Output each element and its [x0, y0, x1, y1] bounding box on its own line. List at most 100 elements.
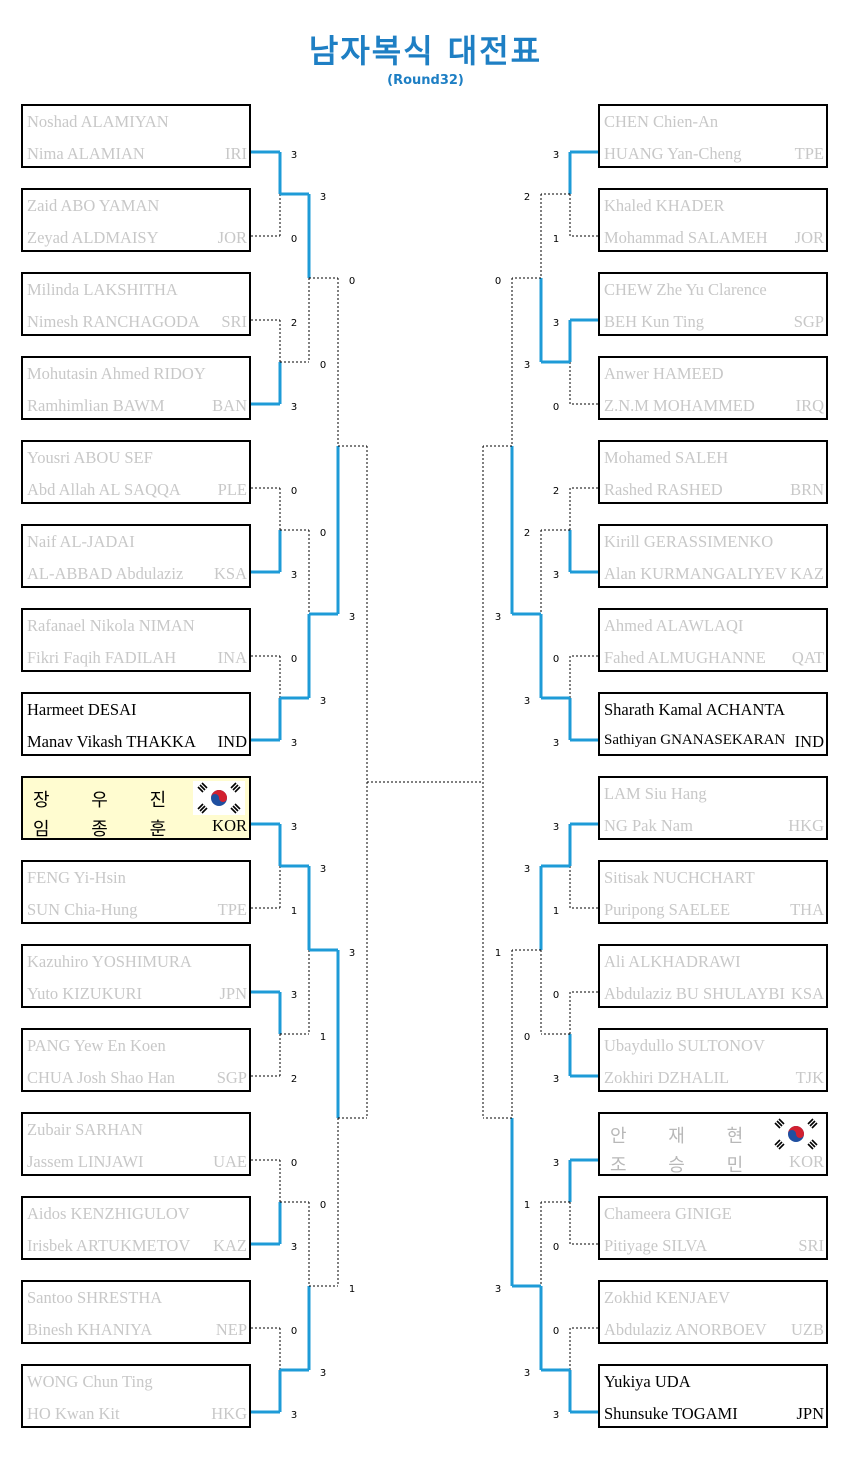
player-name: Aidos KENZHIGULOV	[27, 1204, 190, 1223]
player-name: Yukiya UDA	[604, 1372, 691, 1391]
player-name: Mohammad SALAMEH	[604, 228, 768, 247]
right-entry: Khaled KHADER Mohammad SALAMEH JOR	[598, 188, 828, 252]
player-name: Kazuhiro YOSHIMURA	[27, 952, 192, 971]
score-label: 2	[523, 192, 531, 203]
player-name: SUN Chia-Hung	[27, 900, 138, 919]
player-name: CHUA Josh Shao Han	[27, 1068, 176, 1087]
country-code: KAZ	[790, 564, 824, 583]
score-label: 3	[290, 402, 298, 413]
right-entry: Ubaydullo SULTONOV Zokhiri DZHALIL TJK	[598, 1028, 828, 1092]
country-code: JOR	[794, 228, 824, 247]
score-label: 3	[290, 1242, 298, 1253]
score-label: 3	[494, 1284, 502, 1295]
country-code: UAE	[213, 1152, 247, 1171]
score-label: 0	[290, 1158, 298, 1169]
player-name: Zaid ABO YAMAN	[27, 196, 160, 215]
country-code: HKG	[788, 816, 824, 835]
score-label: 0	[290, 654, 298, 665]
country-code: TPE	[794, 144, 824, 163]
player-name: Anwer HAMEED	[604, 364, 724, 383]
country-code: IRI	[225, 144, 247, 163]
country-code: JPN	[796, 1404, 824, 1423]
player-name: BEH Kun Ting	[604, 312, 704, 331]
player-name: NG Pak Nam	[604, 816, 693, 835]
score-label: 2	[290, 318, 298, 329]
score-label: 3	[523, 864, 531, 875]
korea-flag-icon	[770, 1117, 822, 1151]
player-name: Z.N.M MOHAMMED	[604, 396, 755, 415]
country-code: SRI	[221, 312, 247, 331]
country-code: SGP	[216, 1068, 247, 1087]
score-label: 3	[523, 1368, 531, 1379]
player-name: Shunsuke TOGAMI	[604, 1404, 738, 1423]
page-subtitle: (Round32)	[387, 73, 464, 88]
player-name: 장 우 진	[33, 790, 185, 811]
score-label: 3	[319, 864, 327, 875]
player-name: Fikri Faqih FADILAH	[27, 648, 177, 667]
player-name: AL-ABBAD Abdulaziz	[27, 564, 184, 583]
player-name: Naif AL-JADAI	[27, 532, 135, 551]
country-code: IND	[794, 732, 824, 751]
player-name: Milinda LAKSHITHA	[27, 280, 178, 299]
country-code: KOR	[789, 1152, 824, 1171]
player-name: Nima ALAMIAN	[27, 144, 145, 163]
player-name: Khaled KHADER	[604, 196, 725, 215]
score-label: 3	[523, 696, 531, 707]
player-name: Ramhimlian BAWM	[27, 396, 165, 415]
player-name: Ubaydullo SULTONOV	[604, 1036, 765, 1055]
player-name: Harmeet DESAI	[27, 700, 137, 719]
score-label: 3	[319, 192, 327, 203]
player-name: Manav Vikash THAKKA	[27, 732, 196, 751]
player-name: Santoo SHRESTHA	[27, 1288, 163, 1307]
score-label: 0	[348, 276, 356, 287]
score-label: 0	[290, 234, 298, 245]
left-entry: WONG Chun Ting HO Kwan Kit HKG	[21, 1364, 251, 1428]
country-code: KOR	[212, 816, 247, 835]
score-label: 3	[552, 1074, 560, 1085]
player-name: Mohutasin Ahmed RIDOY	[27, 364, 206, 383]
score-label: 3	[348, 948, 356, 959]
player-name: Zeyad ALDMAISY	[27, 228, 159, 247]
country-code: NEP	[215, 1320, 247, 1339]
player-name: Abdulaziz BU SHULAYBI	[604, 984, 785, 1003]
player-name: Nimesh RANCHAGODA	[27, 312, 200, 331]
player-name: HO Kwan Kit	[27, 1404, 120, 1423]
player-name: Zokhiri DZHALIL	[604, 1068, 730, 1087]
score-label: 0	[319, 1200, 327, 1211]
score-label: 3	[552, 150, 560, 161]
country-code: TJK	[795, 1068, 824, 1087]
score-label: 0	[552, 1326, 560, 1337]
player-name: WONG Chun Ting	[27, 1372, 153, 1391]
score-label: 2	[552, 486, 560, 497]
country-code: KAZ	[213, 1236, 247, 1255]
country-code: SGP	[793, 312, 824, 331]
score-label: 3	[290, 738, 298, 749]
country-code: BAN	[212, 396, 247, 415]
player-name: Rafanael Nikola NIMAN	[27, 616, 195, 635]
player-name: Alan KURMANGALIYEV	[604, 564, 787, 583]
player-name: Noshad ALAMIYAN	[27, 112, 169, 131]
player-name: Ali ALKHADRAWI	[604, 952, 741, 971]
country-code: HKG	[211, 1404, 247, 1423]
score-label: 3	[319, 696, 327, 707]
player-name: Ahmed ALAWLAQI	[604, 616, 744, 635]
score-label: 0	[523, 1032, 531, 1043]
player-name: Sitisak NUCHCHART	[604, 868, 755, 887]
score-label: 0	[290, 1326, 298, 1337]
score-label: 3	[290, 990, 298, 1001]
korea-flag-icon	[193, 781, 245, 815]
left-entry: Rafanael Nikola NIMAN Fikri Faqih FADILAH…	[21, 608, 251, 672]
country-code: THA	[790, 900, 824, 919]
score-label: 0	[494, 276, 502, 287]
